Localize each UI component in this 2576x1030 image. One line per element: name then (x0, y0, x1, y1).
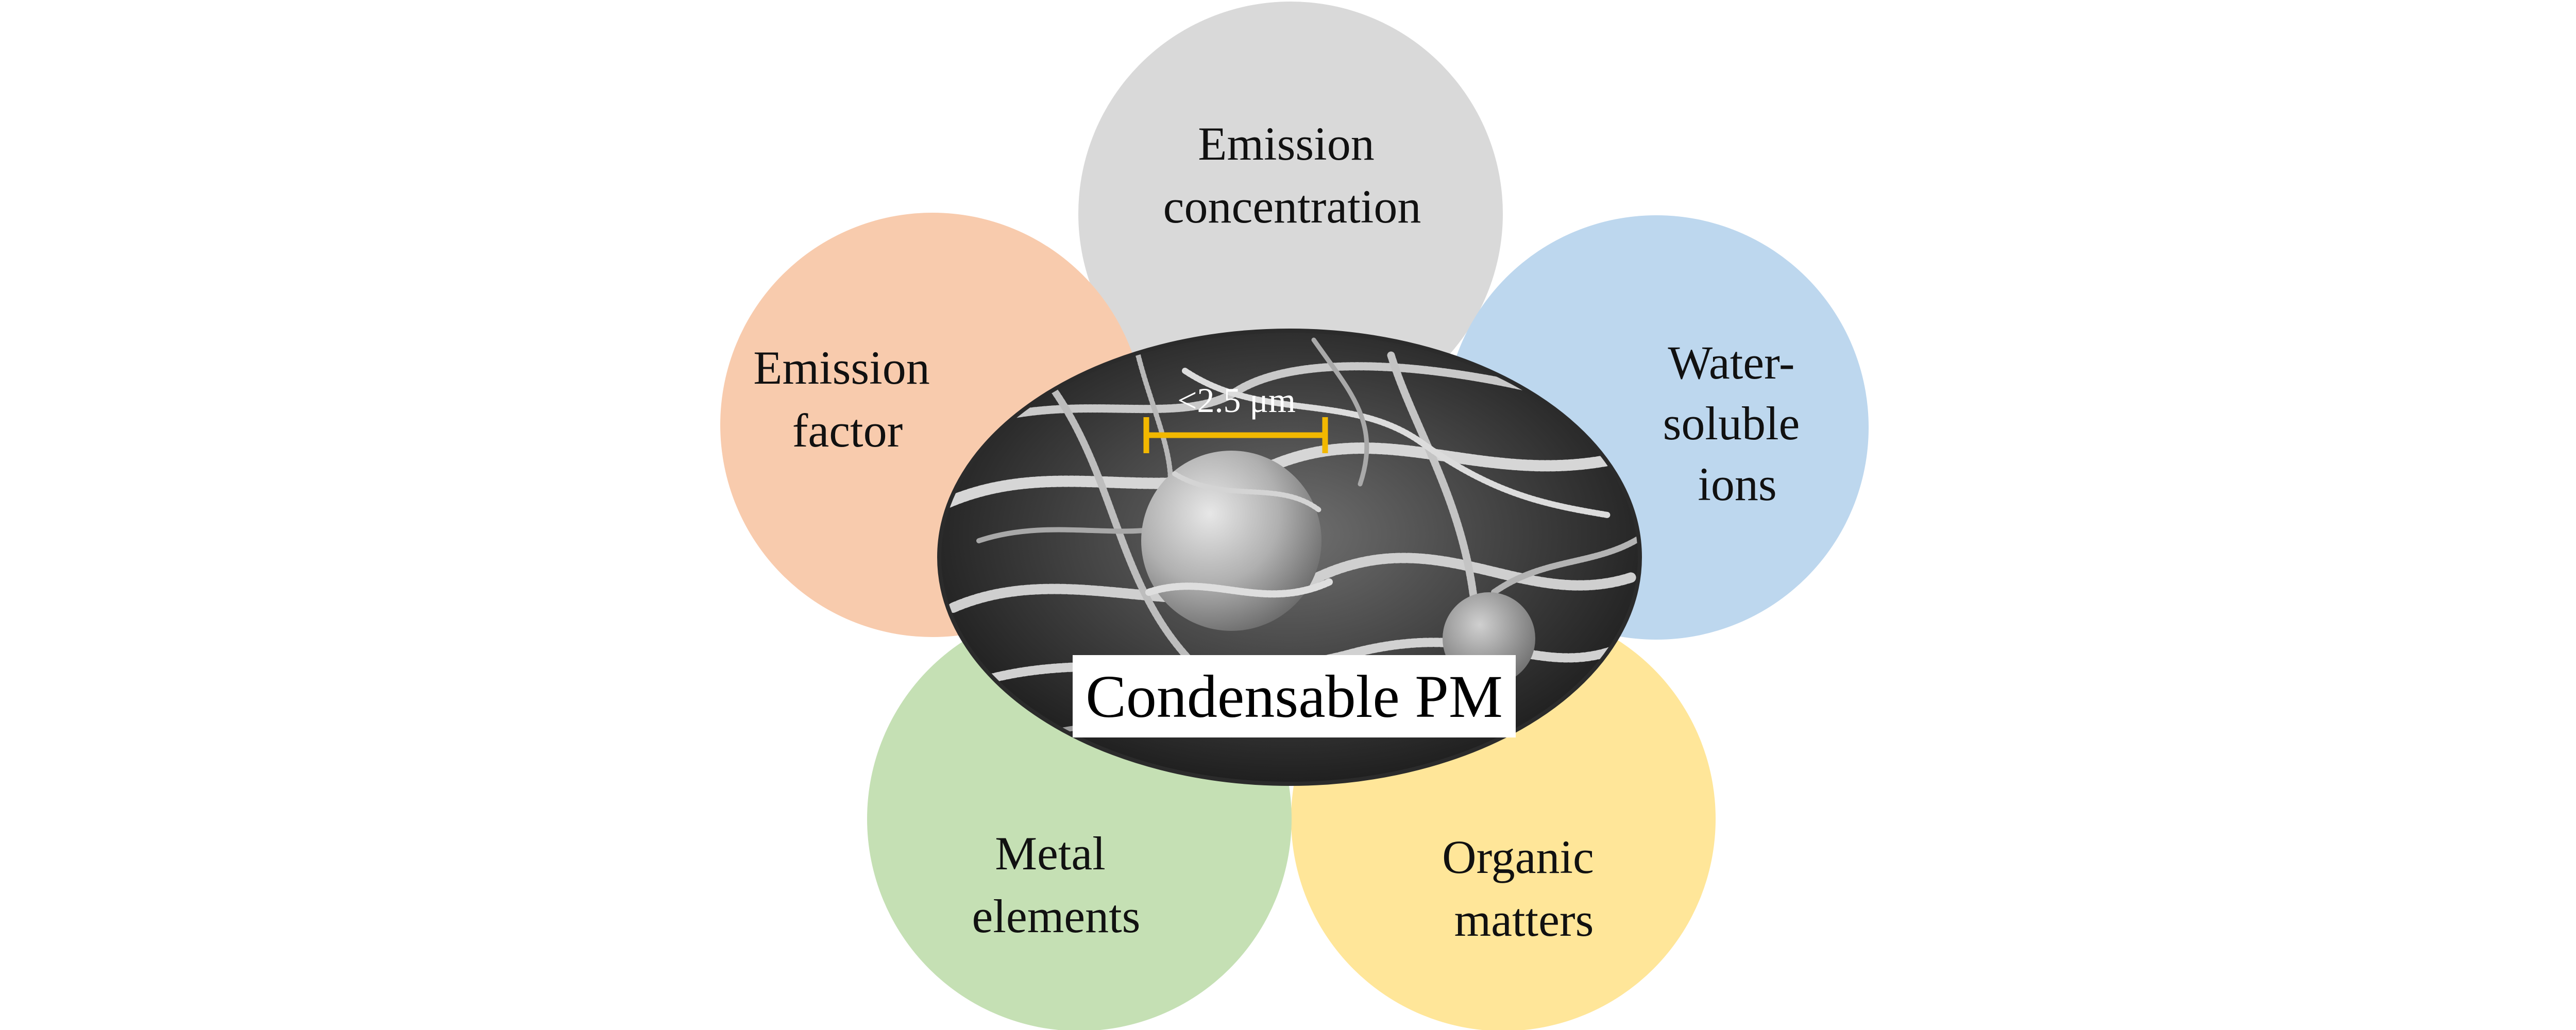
petal-emission-concentration (1078, 2, 1503, 426)
center-label: Condensable PM (1086, 663, 1503, 730)
petal-label-metal-elements: Metal elements (972, 827, 1141, 942)
petal-label-organic-matters: Organic matters (1442, 831, 1606, 946)
petal-label-emission-factor: Emission factor (753, 341, 941, 457)
scale-bar: <2.5 μm (1143, 381, 1328, 453)
scale-bar-label: <2.5 μm (1177, 381, 1296, 420)
petal-label-water-soluble-ions: Water- soluble ions (1663, 336, 1812, 510)
petal-label-emission-concentration: Emission concentration (1163, 117, 1421, 233)
center-label-box: Condensable PM (1073, 655, 1516, 737)
